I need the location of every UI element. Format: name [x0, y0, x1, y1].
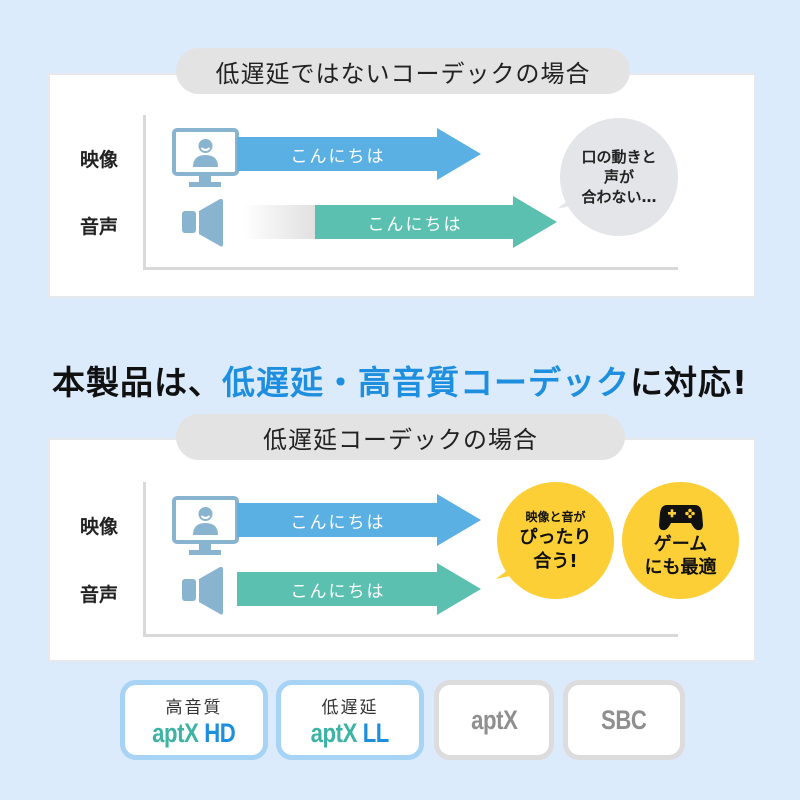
headline-part1: 本製品は、 — [51, 363, 222, 402]
section-title-with: 低遅延コーデックの場合 — [176, 414, 625, 460]
sync-line-3: 合う! — [533, 550, 578, 572]
row-label-video-2: 映像 — [80, 516, 119, 538]
codec-badge-sub: 高音質 — [165, 697, 223, 718]
headline-highlight: 低遅延・高音質コーデック — [221, 363, 630, 402]
video-arrow-text: こんにちは — [290, 146, 386, 167]
codec-name: SBC — [601, 705, 647, 735]
codec-badge-sbc: SBC — [563, 680, 685, 760]
codec-name-a: aptX — [310, 717, 358, 748]
game-line-1: ゲーム — [653, 533, 708, 555]
delay-gradient — [243, 205, 316, 239]
sync-line-2: ぴったり — [519, 526, 592, 548]
video-arrow-2: こんにちは — [237, 494, 481, 546]
section-title-without: 低遅延ではないコーデックの場合 — [176, 48, 630, 94]
audio-arrow-delayed: こんにちは — [315, 196, 557, 248]
codec-badge-sub: 低遅延 — [321, 697, 379, 718]
headline-part2: に対応! — [629, 363, 749, 402]
codec-badge-aptx-hd: 高音質 aptX HD — [120, 680, 268, 760]
codec-name-a: aptX — [152, 717, 199, 748]
codec-name: aptX — [470, 705, 518, 735]
audio-arrow-2: こんにちは — [237, 563, 481, 615]
codec-badge-aptx-ll: 低遅延 aptX LL — [276, 680, 424, 760]
codec-name-b: LL — [362, 717, 390, 748]
headline: 本製品は、低遅延・高音質コーデックに対応! — [0, 356, 800, 404]
section-title-with-text: 低遅延コーデックの場合 — [263, 425, 538, 454]
mismatch-bubble: 口の動きと 声が 合わない… — [560, 118, 678, 236]
mismatch-line-2: 声が — [603, 168, 634, 186]
timeline-axis-2 — [143, 482, 678, 637]
timeline-axis — [143, 115, 678, 270]
codec-badge-aptx: aptX — [434, 680, 554, 760]
game-line-2: にも最適 — [644, 556, 717, 578]
section-title-without-text: 低遅延ではないコーデックの場合 — [215, 59, 591, 88]
mismatch-line-1: 口の動きと — [581, 148, 657, 166]
speaker-icon — [182, 567, 223, 615]
monitor-person-icon — [172, 128, 239, 187]
game-bubble: ゲーム にも最適 — [622, 482, 739, 599]
monitor-person-icon — [172, 496, 239, 555]
row-label-audio-2: 音声 — [80, 584, 119, 606]
row-label-audio: 音声 — [80, 216, 119, 238]
sync-line-1: 映像と音が — [525, 509, 586, 524]
audio-arrow-text: こんにちは — [367, 214, 463, 235]
mismatch-line-3: 合わない… — [581, 188, 657, 206]
video-arrow: こんにちは — [237, 128, 481, 180]
audio-arrow-text-2: こんにちは — [290, 581, 386, 602]
video-arrow-text-2: こんにちは — [290, 512, 386, 533]
row-label-video: 映像 — [80, 149, 119, 171]
speaker-icon — [182, 199, 223, 247]
sync-bubble: 映像と音が ぴったり 合う! — [497, 482, 614, 599]
gamepad-icon — [658, 504, 703, 530]
codec-name-b: HD — [204, 717, 236, 748]
